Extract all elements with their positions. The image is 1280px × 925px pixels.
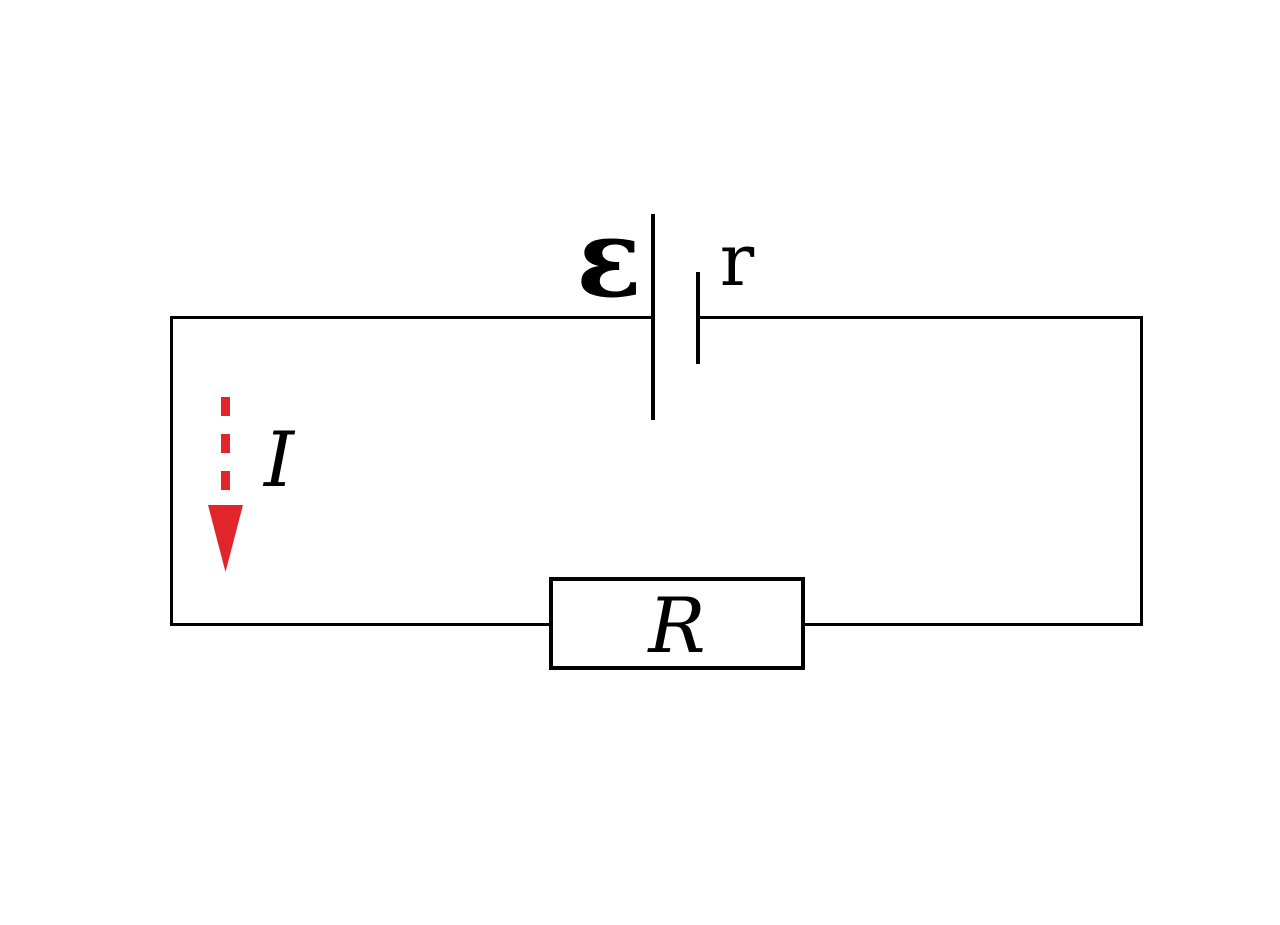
bottom-wire-left-segment [170, 623, 551, 626]
internal-resistance-label: r [719, 218, 755, 302]
emf-label: ε [576, 196, 642, 322]
battery-long-plate-icon [651, 214, 655, 420]
right-wire [1140, 316, 1143, 626]
left-wire [170, 316, 173, 626]
bottom-wire-right-segment [803, 623, 1143, 626]
resistor-box: R [549, 577, 805, 670]
battery-short-plate-icon [696, 272, 700, 364]
top-wire-right-segment [699, 316, 1143, 319]
current-arrowhead-icon [208, 505, 243, 572]
current-label: I [263, 415, 295, 504]
top-wire-left-segment [170, 316, 654, 319]
resistance-label: R [648, 580, 706, 670]
